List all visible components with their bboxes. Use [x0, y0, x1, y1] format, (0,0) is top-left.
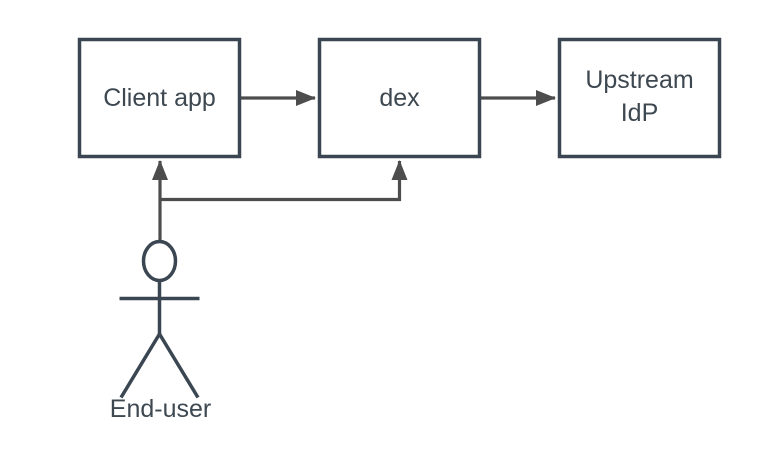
node-dex-label: dex — [379, 84, 420, 112]
node-upstream-idp-box — [557, 37, 722, 159]
actor-leg-right — [158, 333, 200, 399]
node-upstream-idp-label-line2: IdP — [621, 99, 659, 127]
actor-leg-left — [119, 333, 161, 399]
node-client-app-label: Client app — [103, 84, 216, 112]
node-client-app-box — [77, 37, 242, 159]
end-user-actor — [119, 239, 200, 399]
end-user-label: End-user — [110, 395, 211, 423]
node-upstream-idp-label-line1: Upstream — [585, 66, 693, 94]
actor-head — [141, 239, 178, 283]
node-dex-box — [317, 37, 482, 159]
edge-end-user-to-dex — [160, 160, 408, 202]
